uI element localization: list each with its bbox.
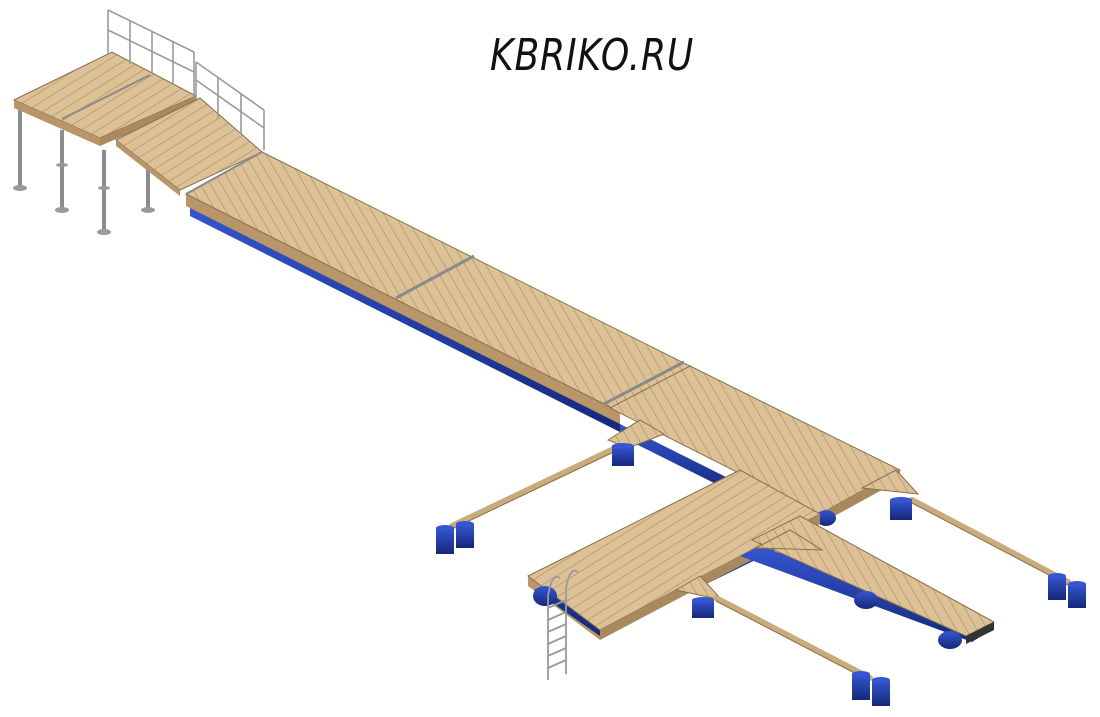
ramp-railing	[195, 61, 265, 150]
gangway-ramp	[115, 61, 265, 196]
float-single-b	[890, 497, 912, 520]
float-cluster-right	[1048, 573, 1086, 608]
screw-piles	[18, 108, 150, 232]
float-cluster-bottom	[852, 671, 890, 706]
swim-ladder	[547, 569, 579, 680]
platform-railing	[107, 9, 195, 96]
barrel-floats	[436, 443, 1086, 706]
corner-braces	[606, 419, 920, 601]
float-single-a	[612, 443, 634, 466]
float-single-c	[692, 597, 714, 618]
mooring-booms	[449, 443, 1071, 681]
shore-platform	[12, 9, 198, 235]
site-watermark: KBRIKO.RU	[490, 30, 695, 81]
float-cluster-left	[436, 521, 474, 554]
main-walkway	[184, 151, 692, 432]
